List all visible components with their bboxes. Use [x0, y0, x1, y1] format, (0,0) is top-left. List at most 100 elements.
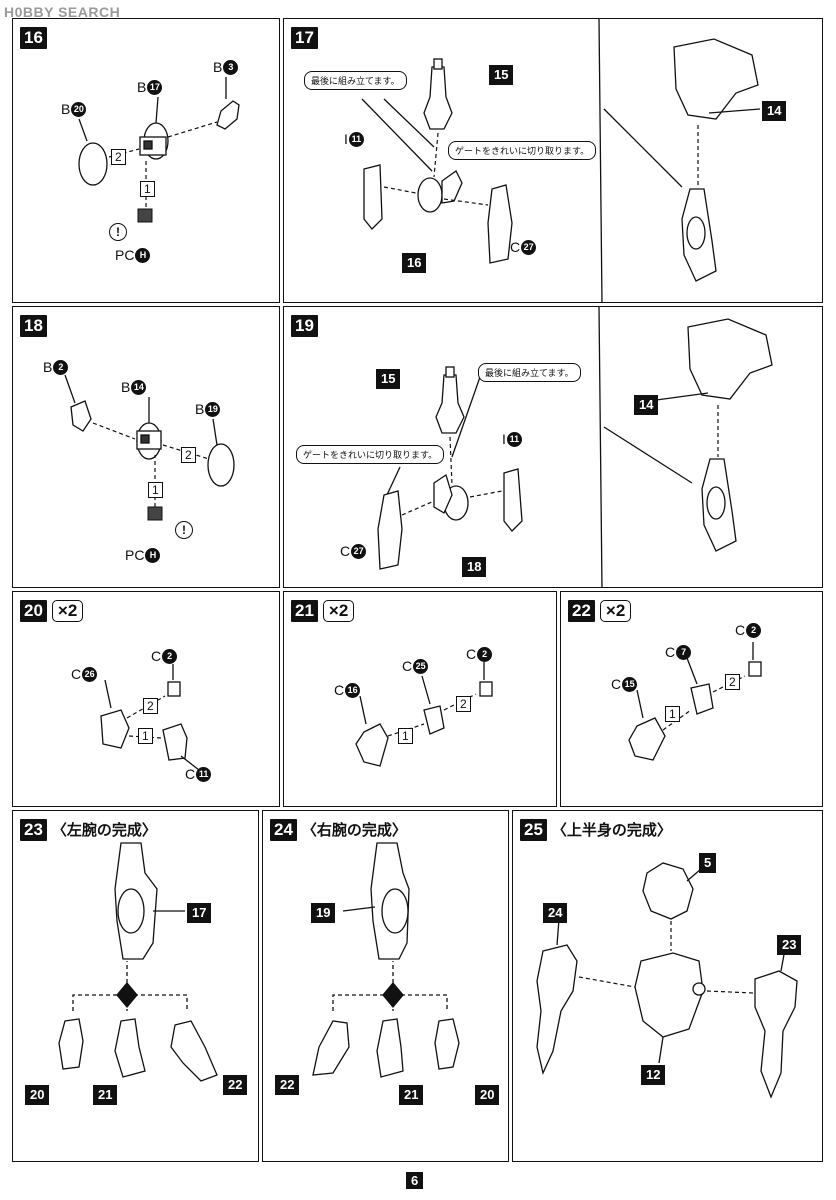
- callout-17: 17: [187, 903, 212, 923]
- step-number: 22: [568, 599, 595, 622]
- quantity-badge: ×2: [322, 599, 355, 622]
- order-box-2: 2: [181, 447, 196, 463]
- step-25-drawing: [536, 862, 798, 1099]
- callout-12: 12: [641, 1065, 666, 1085]
- step-number: 20: [20, 599, 47, 622]
- step-number: 17: [291, 26, 318, 49]
- step-21-header: 21×2: [291, 599, 355, 622]
- order-box-1: 1: [140, 181, 155, 197]
- note-gate: ゲートをきれいに切り取ります。: [296, 445, 445, 464]
- step-16-header: 16: [20, 26, 47, 49]
- step-number: 18: [20, 314, 47, 337]
- callout-21: 21: [93, 1085, 118, 1105]
- callout-18: 18: [462, 557, 487, 577]
- step-21-drawing: [355, 662, 493, 767]
- step-22-header: 22×2: [568, 599, 632, 622]
- step-25-panel: 25〈上半身の完成〉 5 24 23 12: [512, 810, 823, 1162]
- callout-5: 5: [699, 853, 717, 873]
- step-title: 〈上半身の完成〉: [551, 822, 672, 839]
- step-17-header: 17: [291, 26, 318, 49]
- step-title: 〈右腕の完成〉: [301, 822, 407, 839]
- order-box-2: 2: [143, 698, 158, 714]
- step-16-drawing: [78, 77, 240, 223]
- page-number: 6: [406, 1172, 424, 1189]
- step-20-header: 20×2: [20, 599, 84, 622]
- callout-24: 24: [543, 903, 568, 923]
- order-box-2: 2: [111, 149, 126, 165]
- note-gate: ゲートをきれいに切り取ります。: [448, 141, 597, 160]
- quantity-badge: ×2: [51, 599, 84, 622]
- note-assemble-last: 最後に組み立てます。: [304, 71, 407, 90]
- callout-20: 20: [25, 1085, 50, 1105]
- callout-16: 16: [402, 253, 427, 273]
- note-assemble-last: 最後に組み立てます。: [478, 363, 581, 382]
- step-19-panel: 19 最後に組み立てます。 ゲートをきれいに切り取ります。 15 18 14: [283, 306, 823, 588]
- watermark: H0BBY SEARCH: [4, 4, 121, 20]
- step-24-panel: 24〈右腕の完成〉 19 22 21 20: [262, 810, 509, 1162]
- order-box-2: 2: [456, 696, 471, 712]
- callout-19: 19: [311, 903, 336, 923]
- step-number: 23: [20, 818, 47, 841]
- step-number: 25: [520, 818, 547, 841]
- step-17-drawing: [361, 19, 761, 302]
- step-25-header: 25〈上半身の完成〉: [520, 818, 672, 841]
- order-box-1: 1: [148, 482, 163, 498]
- callout-15: 15: [376, 369, 401, 389]
- callout-22: 22: [275, 1075, 300, 1095]
- step-title: 〈左腕の完成〉: [51, 822, 157, 839]
- order-box-2: 2: [725, 674, 740, 690]
- callout-21: 21: [399, 1085, 424, 1105]
- order-box-1: 1: [398, 728, 413, 744]
- step-number: 24: [270, 818, 297, 841]
- step-number: 21: [291, 599, 318, 622]
- quantity-badge: ×2: [599, 599, 632, 622]
- step-24-drawing: [312, 842, 460, 1078]
- callout-15: 15: [489, 65, 514, 85]
- step-number: 19: [291, 314, 318, 337]
- step-17-panel: 17 最後に組み立てます。 ゲートをきれいに切り取ります。 15 16 14: [283, 18, 823, 303]
- step-23-header: 23〈左腕の完成〉: [20, 818, 157, 841]
- step-23-drawing: [58, 842, 218, 1082]
- step-23-panel: 23〈左腕の完成〉 17 20 21 22: [12, 810, 259, 1162]
- step-22-drawing: [628, 642, 762, 761]
- step-number: 16: [20, 26, 47, 49]
- step-19-header: 19: [291, 314, 318, 337]
- callout-22: 22: [223, 1075, 248, 1095]
- caution-icon: !: [175, 521, 193, 539]
- callout-20: 20: [475, 1085, 500, 1105]
- order-box-1: 1: [665, 706, 680, 722]
- caution-icon: !: [109, 223, 127, 241]
- step-24-header: 24〈右腕の完成〉: [270, 818, 407, 841]
- step-18-header: 18: [20, 314, 47, 337]
- step-19-drawing: [377, 307, 773, 587]
- order-box-1: 1: [138, 728, 153, 744]
- callout-14: 14: [634, 395, 659, 415]
- callout-23: 23: [777, 935, 802, 955]
- step-18-drawing: [64, 374, 235, 521]
